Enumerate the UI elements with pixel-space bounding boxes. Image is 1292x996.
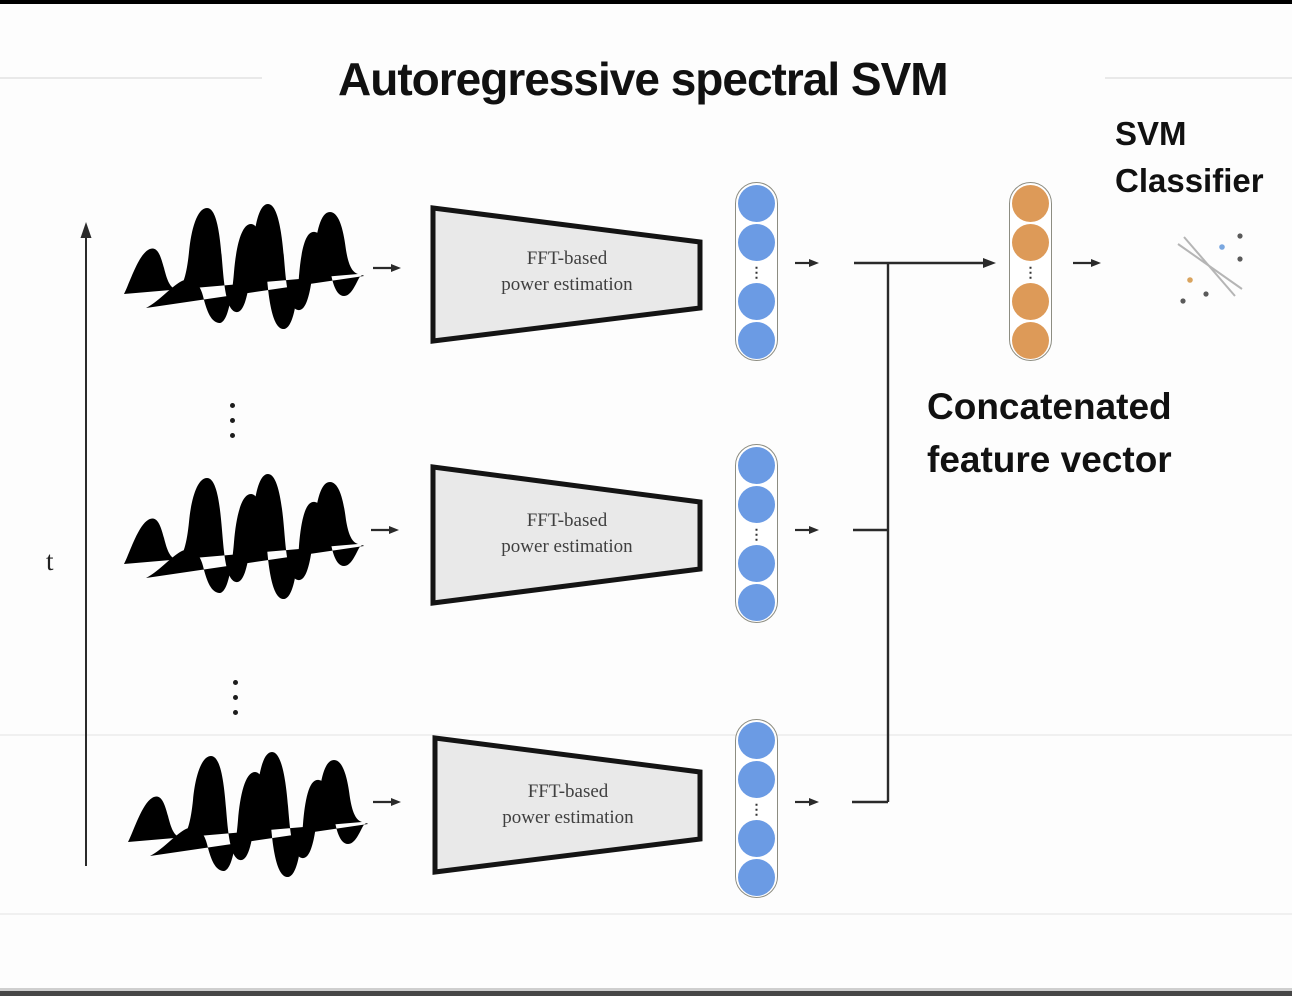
arrow-signal1-to-fft1 <box>373 264 401 272</box>
signal-waveform-3 <box>122 738 372 898</box>
feature-node <box>738 485 775 523</box>
feature-vector-ellipsis: ⋮ <box>749 800 764 817</box>
feature-node <box>738 282 775 320</box>
arrow-vector1-to-concat <box>795 259 819 267</box>
feature-node <box>738 858 775 896</box>
feature-vector-ellipsis: ⋮ <box>749 263 764 280</box>
arrow-vector2-to-concat <box>795 526 819 534</box>
feature-vector-2: ⋮ <box>735 444 778 623</box>
feature-node <box>1012 184 1049 222</box>
fft-box-2-label: FFT-based power estimation <box>442 508 692 560</box>
concatenated-line1: Concatenated <box>927 386 1172 427</box>
fft-box-1-label: FFT-based power estimation <box>442 246 692 298</box>
fft-box-3-label-line1: FFT-based <box>527 781 609 802</box>
svm-classifier-label: SVM Classifier <box>1115 110 1264 204</box>
concatenated-feature-vector-label: Concatenated feature vector <box>927 380 1172 486</box>
feature-vector-ellipsis: ⋮ <box>749 525 764 542</box>
feature-node <box>738 544 775 582</box>
arrow-vector3-to-concat <box>795 798 819 806</box>
fft-box-1 <box>430 205 703 344</box>
feature-node <box>738 184 775 222</box>
time-axis-label: t <box>46 546 54 576</box>
arrow-concat-to-classifier <box>1073 259 1101 267</box>
divider-line <box>0 77 262 79</box>
feature-node <box>738 321 775 359</box>
svm-classifier-line2: Classifier <box>1115 162 1264 199</box>
concatenated-line2: feature vector <box>927 439 1172 480</box>
feature-node <box>738 721 775 759</box>
feature-node <box>738 760 775 798</box>
feature-node <box>738 446 775 484</box>
feature-node <box>738 223 775 261</box>
fft-box-1-label-line1: FFT-based <box>526 248 608 269</box>
ellipsis-between-signals-1 <box>230 403 235 438</box>
concatenation-bracket <box>852 258 996 804</box>
feature-node <box>1012 282 1049 320</box>
fft-box-3-label-line2: power estimation <box>502 807 634 828</box>
svm-scatter-icon <box>1177 233 1243 304</box>
top-border-bar <box>0 0 1292 4</box>
time-axis-arrow <box>80 222 92 866</box>
feature-vector-1: ⋮ <box>735 182 778 361</box>
feature-vector-ellipsis: ⋮ <box>1023 263 1038 280</box>
fft-box-1-label-line2: power estimation <box>501 274 633 295</box>
concatenated-feature-vector: ⋮ <box>1009 182 1052 361</box>
feature-node <box>1012 223 1049 261</box>
feature-vector-3: ⋮ <box>735 719 778 898</box>
divider-line <box>0 913 1292 915</box>
fft-box-3-label: FFT-based power estimation <box>443 779 693 831</box>
fft-box-2-label-line2: power estimation <box>501 536 633 557</box>
feature-node <box>738 583 775 621</box>
signal-waveform-1 <box>118 190 368 350</box>
divider-line <box>0 734 1292 736</box>
page-title: Autoregressive spectral SVM <box>338 53 949 105</box>
bottom-border-light <box>0 988 1292 991</box>
arrow-signal2-to-fft2 <box>371 526 399 534</box>
ellipsis-between-signals-2 <box>233 680 238 715</box>
fft-box-3 <box>432 735 703 875</box>
feature-node <box>738 819 775 857</box>
bottom-border-bar <box>0 991 1292 996</box>
arrow-signal3-to-fft3 <box>373 798 401 806</box>
signal-waveform-2 <box>118 460 368 620</box>
fft-box-2-label-line1: FFT-based <box>526 510 608 531</box>
divider-line <box>1105 77 1292 79</box>
feature-node <box>1012 321 1049 359</box>
fft-box-2 <box>430 464 703 606</box>
svm-classifier-line1: SVM <box>1115 115 1187 152</box>
